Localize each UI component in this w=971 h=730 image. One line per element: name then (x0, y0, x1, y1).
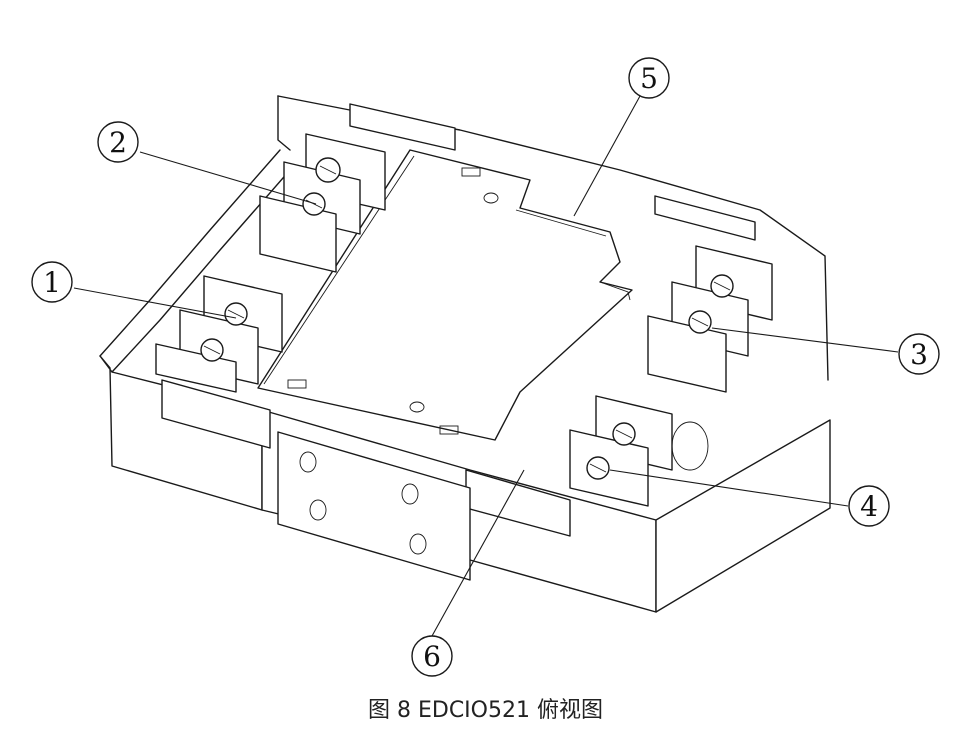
terminal-blocks-right (569, 245, 773, 507)
svg-text:6: 6 (423, 640, 441, 673)
callout-4: 4 (848, 485, 890, 527)
svg-text:4: 4 (860, 490, 878, 523)
svg-text:2: 2 (109, 126, 127, 159)
callout-3: 3 (898, 333, 940, 375)
mounting-flange (277, 431, 471, 581)
figure-caption: 图 8 EDCIO521 俯视图 (368, 698, 603, 723)
module-top-view-drawing: 1 2 3 4 5 6 (31, 57, 940, 677)
cover-plate (257, 149, 633, 441)
leader-lines (73, 95, 899, 637)
callout-6: 6 (411, 635, 453, 677)
svg-text:3: 3 (910, 338, 928, 371)
svg-text:1: 1 (43, 266, 61, 299)
callout-1: 1 (31, 261, 73, 303)
terminal-blocks-left (155, 133, 386, 393)
callout-2: 2 (97, 121, 139, 163)
svg-text:5: 5 (640, 62, 658, 95)
callout-5: 5 (628, 57, 670, 99)
latch-tabs (161, 103, 756, 537)
